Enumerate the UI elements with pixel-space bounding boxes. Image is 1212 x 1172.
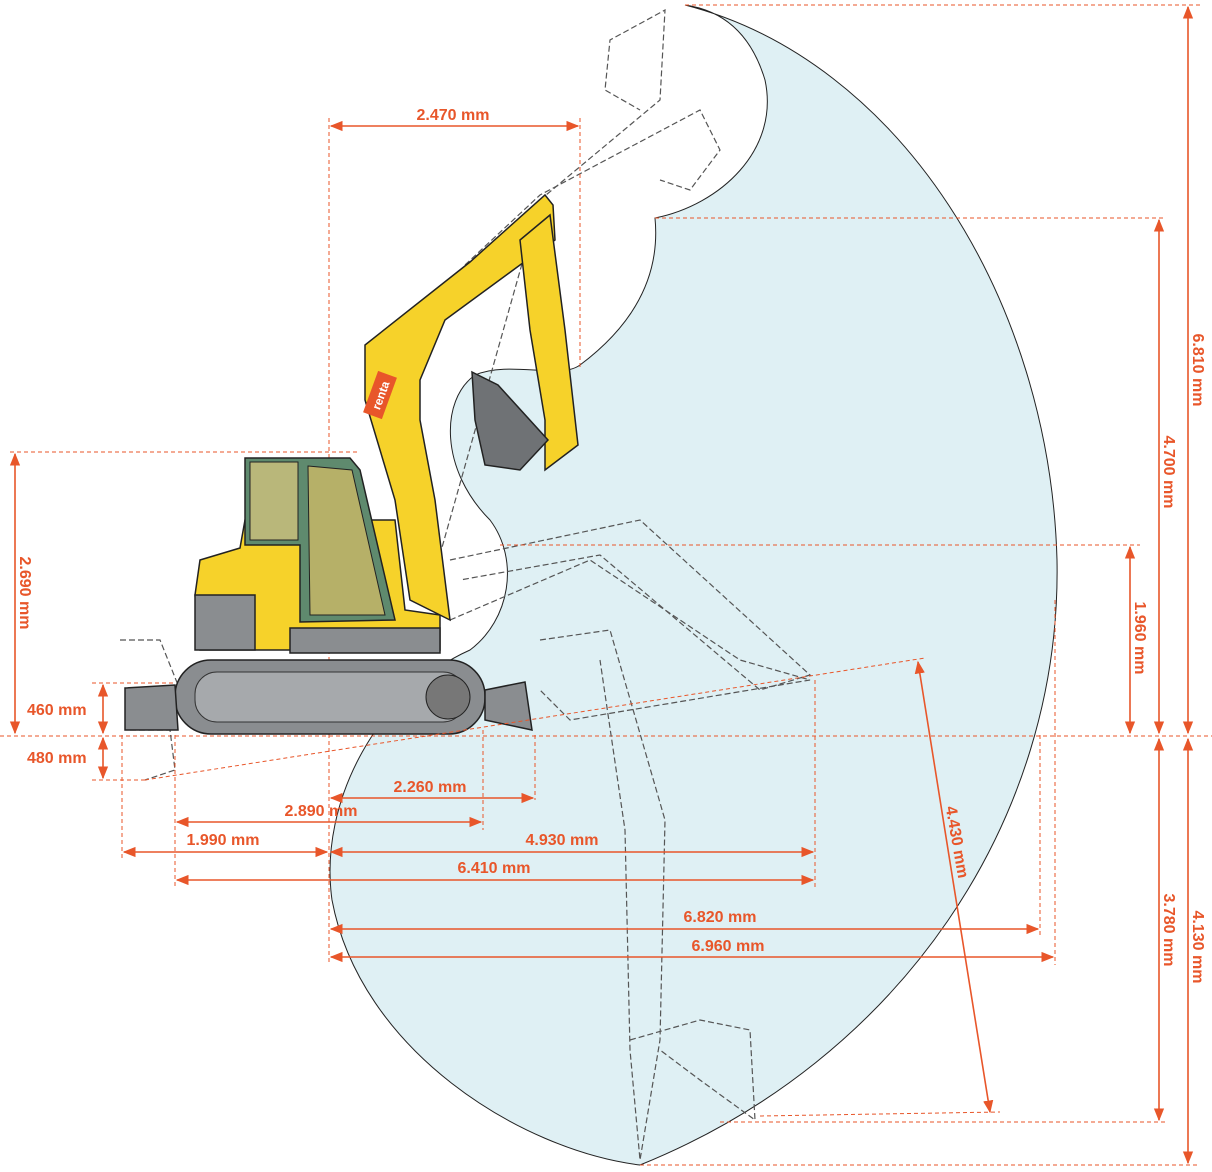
label-track-length: 2.890 mm [285, 803, 358, 820]
label-blade-depth: 480 mm [27, 750, 87, 767]
bucket [471, 370, 550, 471]
label-boom-offset: 2.470 mm [417, 107, 490, 124]
dimension-labels: 2.470 mm 2.690 mm 460 mm 480 mm 2.260 mm… [16, 107, 1206, 983]
excavator: renta [124, 193, 579, 735]
label-max-height: 6.810 mm [1189, 334, 1206, 407]
label-dump-height: 4.700 mm [1160, 436, 1177, 509]
dimension-lines [9, 5, 1194, 1165]
label-reach-ground: 6.820 mm [684, 909, 757, 926]
label-max-reach: 6.960 mm [692, 938, 765, 955]
label-transport-height-front: 1.960 mm [1131, 602, 1148, 675]
label-transport-length-front: 4.930 mm [526, 832, 599, 849]
label-min-swing-radius: 2.260 mm [394, 779, 467, 796]
blade [124, 684, 179, 731]
label-machine-height: 2.690 mm [16, 557, 33, 630]
renta-logo: renta [363, 370, 397, 420]
label-blade-lift: 460 mm [27, 702, 87, 719]
arm [519, 213, 579, 472]
extension-lines [10, 4, 1200, 1166]
label-transport-length: 6.410 mm [458, 860, 531, 877]
label-max-dig-depth: 4.130 mm [1189, 911, 1206, 984]
sprocket [425, 674, 471, 720]
label-blade-distance: 1.990 mm [187, 832, 260, 849]
rear-bracket [484, 681, 533, 731]
boom [364, 193, 556, 622]
label-dig-depth: 3.780 mm [1160, 894, 1177, 967]
